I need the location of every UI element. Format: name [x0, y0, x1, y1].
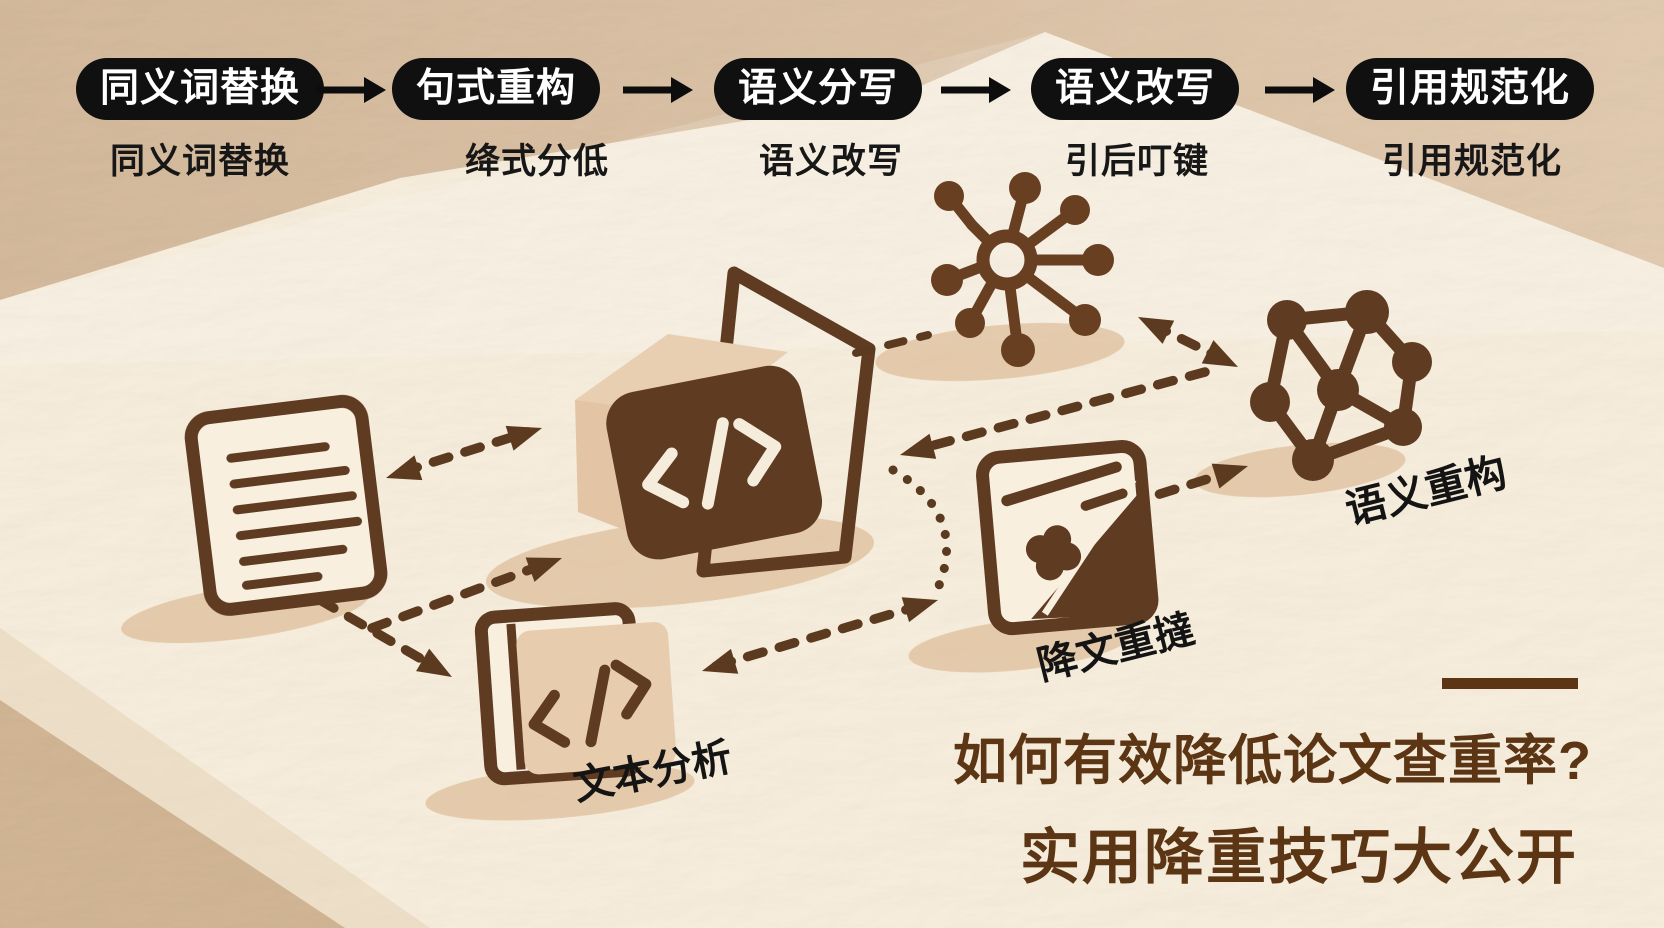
right-arrow-icon — [312, 72, 388, 113]
flow-caption-3: 语义改写 — [758, 142, 904, 181]
flow-caption-4: 引后叮键 — [1064, 142, 1210, 181]
icon-shadows — [121, 322, 1406, 821]
flow-caption-5: 引用规范化 — [1381, 142, 1563, 181]
dashed-arrow — [900, 367, 1210, 459]
dashed-connector — [852, 331, 932, 357]
title-line-1: 如何有效降低论文查重率? — [953, 731, 1592, 791]
flow-caption-2: 绛式分低 — [464, 142, 610, 181]
paper-fold-icon — [976, 439, 1159, 636]
dashed-arrow — [702, 597, 938, 674]
star-badge-icon — [1025, 525, 1082, 581]
flow-pill-2: 句式重构 — [391, 58, 601, 120]
dotted-arc — [888, 465, 952, 593]
flow-pill-5: 引用规范化 — [1345, 58, 1595, 120]
title-line-2: 实用降重技巧大公开 — [1020, 824, 1578, 891]
right-arrow-icon — [619, 72, 695, 113]
flow-caption-1: 同义词替换 — [109, 142, 291, 181]
flow-pill-3: 语义分写 — [713, 58, 923, 120]
dashed-arrows — [315, 317, 1248, 677]
title-block: 如何有效降低论文查重率? 实用降重技巧大公开 — [953, 676, 1592, 896]
label-text-analysis: 文本分析 — [570, 735, 736, 809]
flow-pill-1: 同义词替换 — [75, 58, 325, 120]
title-dash — [1442, 678, 1578, 689]
dashed-arrow — [1138, 317, 1238, 367]
network-hub-icon — [931, 172, 1114, 367]
dashed-arrow — [367, 557, 562, 633]
label-semantic-restructure: 语义重构 — [1340, 448, 1512, 534]
code-box-icon — [575, 334, 823, 560]
dashed-arrow — [315, 595, 452, 677]
code-book-icon — [474, 602, 677, 786]
flow-pill-4: 语义改写 — [1030, 58, 1240, 120]
dashed-arrow — [386, 425, 542, 481]
right-arrow-icon — [1261, 72, 1337, 113]
right-arrow-icon — [937, 72, 1013, 113]
document-icon — [184, 394, 388, 616]
graph-nodes-icon — [1250, 290, 1432, 481]
